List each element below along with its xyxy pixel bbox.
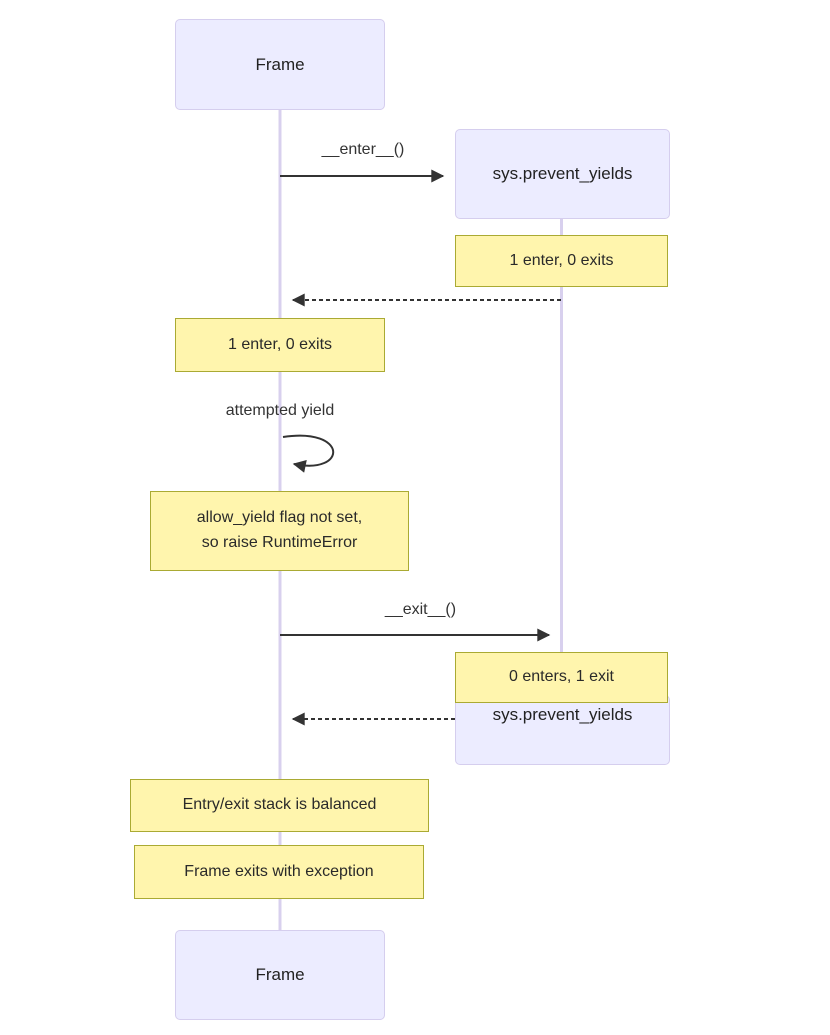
self-loop-message-label: attempted yield xyxy=(225,402,335,419)
note-yield-error: allow_yield flag not set, so raise Runti… xyxy=(150,491,409,571)
actor-frame-bottom: Frame xyxy=(175,930,385,1020)
note-text: 1 enter, 0 exits xyxy=(509,251,614,269)
note-frame-after-enter: 1 enter, 0 exits xyxy=(175,318,385,372)
note-sys-after-enter: 1 enter, 0 exits xyxy=(455,235,668,287)
enter-message-label: __enter__() xyxy=(321,141,405,158)
actor-frame-top: Frame xyxy=(175,19,385,110)
note-text-line2: so raise RuntimeError xyxy=(201,534,358,551)
note-frame-exception: Frame exits with exception xyxy=(134,845,424,899)
actor-frame-top-label: Frame xyxy=(255,54,305,74)
note-sys-after-exit: 0 enters, 1 exit xyxy=(455,652,668,703)
note-text: Entry/exit stack is balanced xyxy=(182,796,377,814)
exit-message-label: __exit__() xyxy=(384,601,457,618)
note-text: Frame exits with exception xyxy=(184,862,374,880)
actor-sys-bottom: sys.prevent_yields xyxy=(455,695,670,765)
actor-sys-top-label: sys.prevent_yields xyxy=(492,164,633,183)
self-loop-arrow xyxy=(282,434,335,473)
actor-sys-top: sys.prevent_yields xyxy=(455,129,670,219)
actor-frame-bottom-label: Frame xyxy=(255,965,305,984)
note-text: 1 enter, 0 exits xyxy=(227,335,333,353)
note-stack-balanced: Entry/exit stack is balanced xyxy=(130,779,429,832)
note-text: 0 enters, 1 exit xyxy=(509,668,614,686)
actor-sys-bottom-label: sys.prevent_yields xyxy=(492,705,633,724)
note-text-line1: allow_yield flag not set, xyxy=(196,509,363,527)
